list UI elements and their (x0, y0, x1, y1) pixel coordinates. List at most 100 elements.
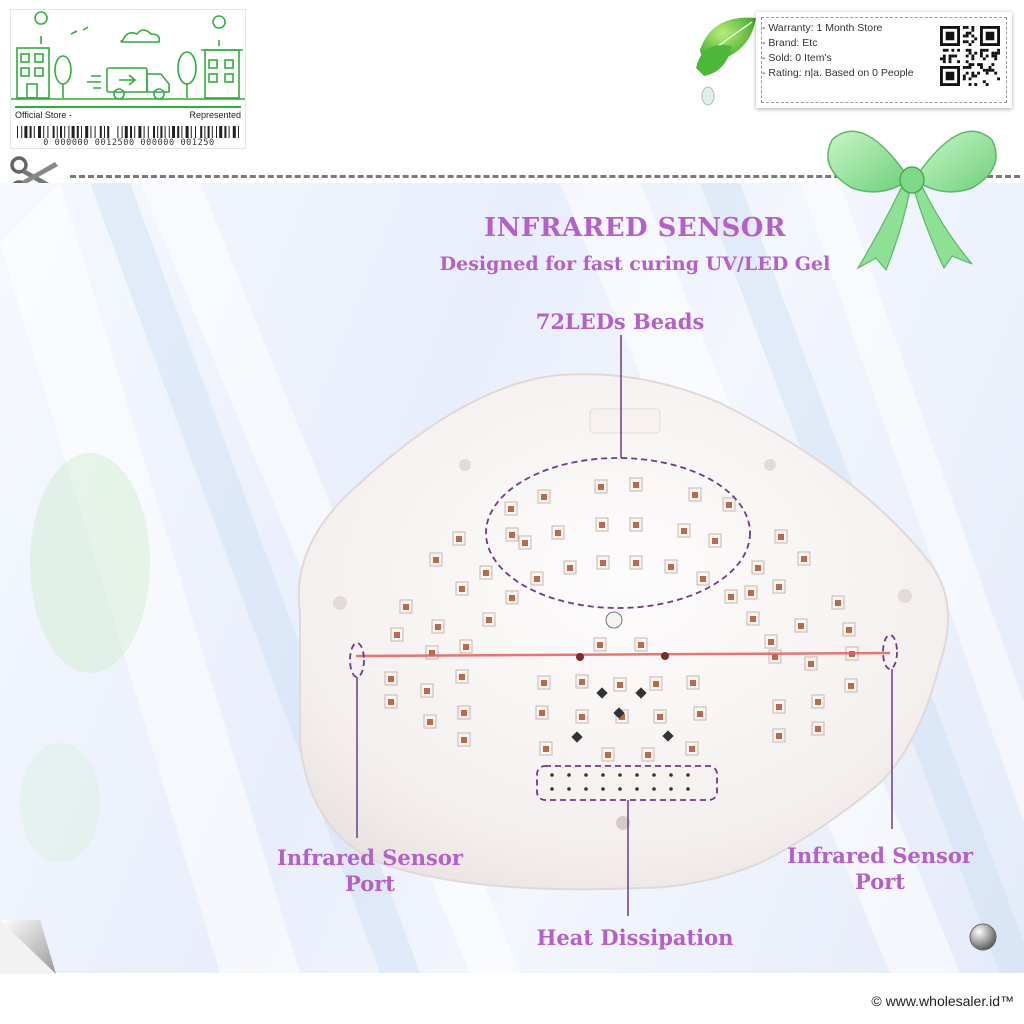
led-chip (846, 627, 852, 633)
led-chip (459, 586, 465, 592)
led-chip (483, 570, 489, 576)
cut-dashed-line (70, 175, 1020, 178)
vent-dot (550, 773, 554, 777)
led-chip (801, 556, 807, 562)
qr-code-icon[interactable] (940, 26, 1000, 86)
led-chip (509, 532, 515, 538)
led-chip (486, 617, 492, 623)
led-chip (522, 540, 528, 546)
led-chip (776, 733, 782, 739)
vent-dot (601, 787, 605, 791)
led-chip (748, 590, 754, 596)
led-chip (638, 642, 644, 648)
led-chip (700, 576, 706, 582)
led-chip (597, 642, 603, 648)
led-chip (435, 624, 441, 630)
vent-dot (550, 787, 554, 791)
sold-line: - Sold: 0 Item's (762, 52, 832, 64)
label-led-beads: 72LEDs Beads (535, 309, 705, 334)
barcode-icon (17, 126, 239, 138)
led-chip (815, 726, 821, 732)
product-title: INFRARED SENSOR (483, 213, 787, 243)
vent-dot (669, 787, 673, 791)
led-chip (653, 681, 659, 687)
led-chip (750, 616, 756, 622)
led-chip (429, 650, 435, 656)
led-chip (567, 565, 573, 571)
led-chip (605, 752, 611, 758)
led-chip (815, 699, 821, 705)
label-right-sensor-line1: Infrared Sensor (787, 843, 973, 868)
led-chip (579, 714, 585, 720)
led-chip (394, 632, 400, 638)
led-chip (424, 688, 430, 694)
vent-dot (635, 787, 639, 791)
led-chip (617, 682, 623, 688)
led-chip (835, 600, 841, 606)
label-left-sensor-line1: Infrared Sensor (277, 845, 463, 870)
led-chip (509, 595, 515, 601)
led-chip (427, 719, 433, 725)
led-chip (599, 522, 605, 528)
vent-dot (669, 773, 673, 777)
metal-button-icon[interactable] (968, 922, 998, 952)
led-chip (848, 683, 854, 689)
official-store-label: Official Store - (15, 109, 72, 120)
brand-line: - Brand: Etc (762, 37, 818, 49)
led-chip (543, 746, 549, 752)
led-chip (541, 680, 547, 686)
led-chip (778, 534, 784, 540)
vent-dot (618, 787, 622, 791)
label-left-sensor-line2: Port (345, 871, 395, 896)
official-store-card: Official Store - Represented 0 000000 00… (10, 9, 246, 149)
label-right-sensor-port: Infrared Sensor Port (750, 843, 1010, 895)
bow-icon (827, 130, 997, 272)
led-chip (657, 714, 663, 720)
store-city-illustration (11, 11, 245, 100)
led-chip (508, 506, 514, 512)
led-chip (388, 699, 394, 705)
led-chip (776, 704, 782, 710)
product-illustration (0, 183, 1024, 973)
led-chip (692, 492, 698, 498)
vent-dot (686, 773, 690, 777)
led-chip (726, 502, 732, 508)
led-chip (712, 538, 718, 544)
vent-dot (584, 773, 588, 777)
product-info-card: - Warranty: 1 Month Store - Brand: Etc -… (756, 12, 1012, 108)
led-chip (645, 752, 651, 758)
led-chip (768, 639, 774, 645)
vent-dot (635, 773, 639, 777)
label-right-sensor-line2: Port (855, 869, 905, 894)
led-chip (689, 746, 695, 752)
led-chip (555, 530, 561, 536)
led-chip (728, 594, 734, 600)
led-chip (808, 661, 814, 667)
vent-dot (686, 787, 690, 791)
led-chip (539, 710, 545, 716)
led-chip (776, 584, 782, 590)
led-chip (619, 714, 625, 720)
vent-dot (601, 773, 605, 777)
led-chip (633, 560, 639, 566)
led-chip (459, 674, 465, 680)
led-chip (433, 557, 439, 563)
led-chip (534, 576, 540, 582)
label-left-sensor-port: Infrared Sensor Port (240, 845, 500, 897)
product-subtitle: Designed for fast curing UV/LED Gel (439, 253, 831, 275)
led-chip (697, 711, 703, 717)
vent-dot (652, 787, 656, 791)
led-chip (579, 679, 585, 685)
page-curl-icon (0, 920, 56, 974)
led-chip (681, 528, 687, 534)
led-chip (633, 522, 639, 528)
leaf-icon (696, 17, 756, 106)
info-lines: - Warranty: 1 Month Store - Brand: Etc -… (762, 21, 914, 81)
led-chip (668, 564, 674, 570)
led-chip (690, 680, 696, 686)
vent-dot (652, 773, 656, 777)
led-chip (403, 604, 409, 610)
led-chip (463, 644, 469, 650)
led-chip (541, 494, 547, 500)
product-image: INFRARED SENSOR Designed for fast curing… (0, 183, 1024, 973)
